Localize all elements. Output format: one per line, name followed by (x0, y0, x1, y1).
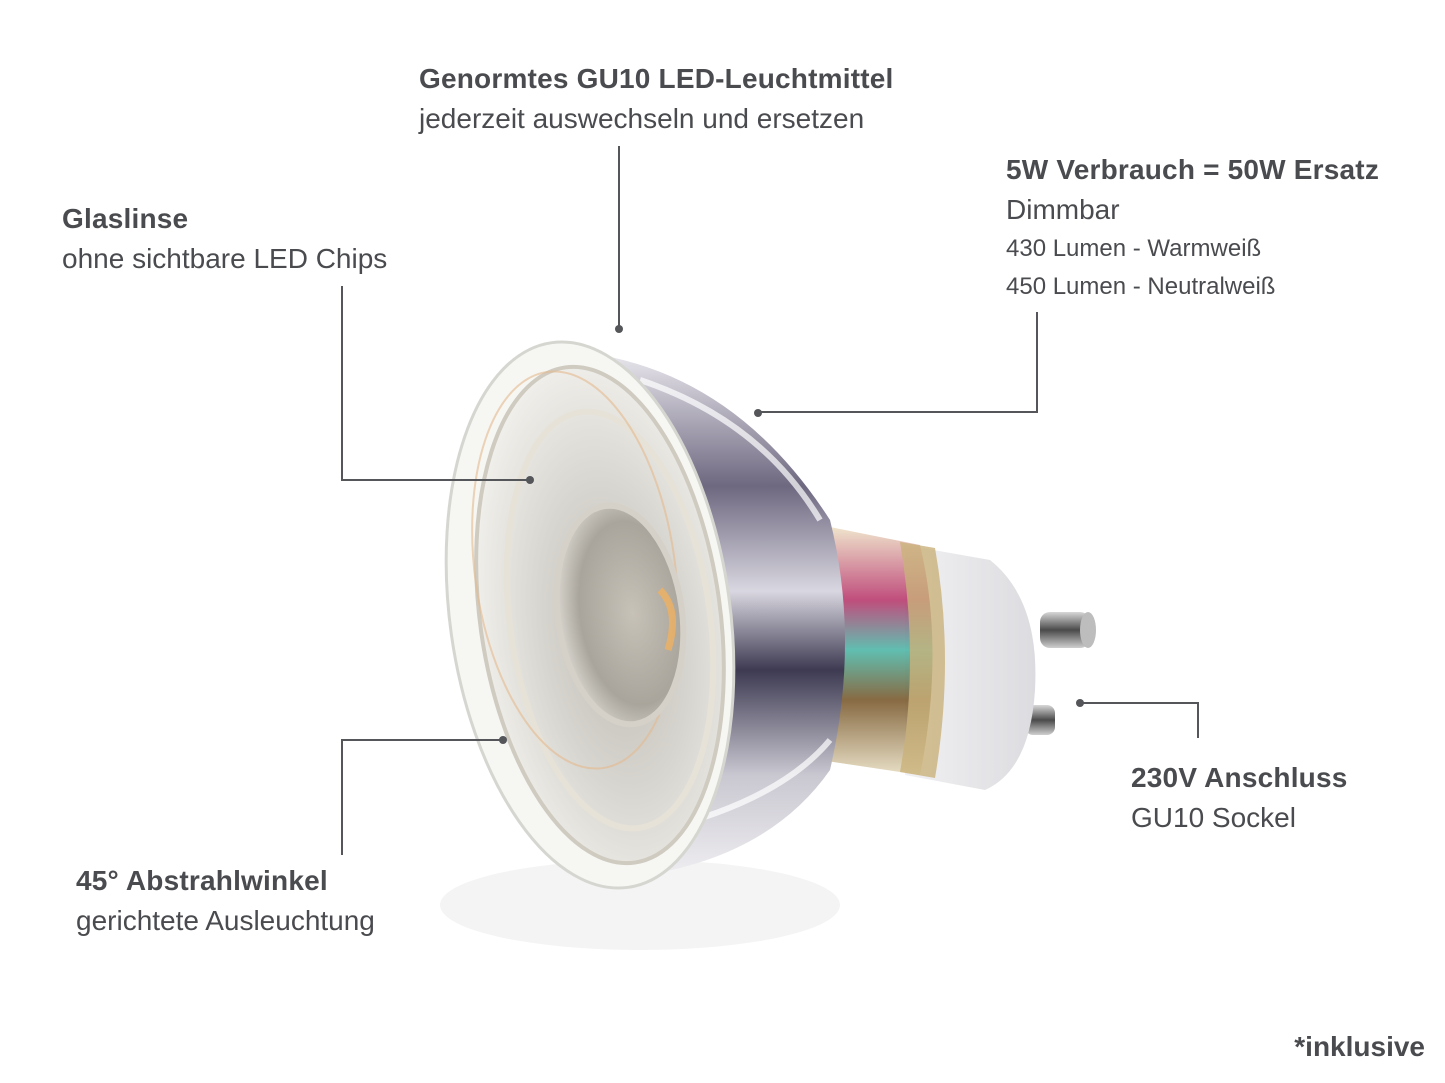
callout-socket: 230V Anschluss GU10 Sockel (1131, 758, 1348, 838)
callout-lines (341, 146, 1199, 855)
callout-angle: 45° Abstrahlwinkel gerichtete Ausleuchtu… (76, 861, 375, 941)
callout-power-title: 5W Verbrauch = 50W Ersatz (1006, 154, 1380, 185)
socket-pins (1025, 612, 1096, 735)
callout-power-line-neutral: 450 Lumen - Neutralweiß (1006, 273, 1276, 300)
callout-lamp-subtitle: jederzeit auswechseln und ersetzen (419, 103, 865, 134)
callout-lens: Glaslinse ohne sichtbare LED Chips (62, 199, 387, 279)
callout-angle-title: 45° Abstrahlwinkel (76, 865, 328, 896)
callout-lens-subtitle: ohne sichtbare LED Chips (62, 243, 388, 274)
callout-lens-title: Glaslinse (62, 203, 189, 234)
callout-power-subtitle: Dimmbar (1006, 194, 1120, 225)
reflection-shadow (440, 860, 840, 950)
footnote-inklusive: *inklusive (1294, 1031, 1425, 1062)
callout-power-line-warm: 430 Lumen - Warmweiß (1006, 235, 1262, 262)
callout-lamp: Genormtes GU10 LED-Leuchtmittel jederzei… (419, 59, 894, 139)
callout-power: 5W Verbrauch = 50W Ersatz Dimmbar 430 Lu… (1006, 150, 1379, 306)
led-lens (553, 502, 687, 728)
bulb-neck (820, 525, 933, 775)
callout-dots (499, 325, 1084, 744)
callout-socket-subtitle: GU10 Sockel (1131, 802, 1296, 833)
led-chip-glow (657, 587, 676, 652)
callout-lamp-title: Genormtes GU10 LED-Leuchtmittel (419, 63, 894, 94)
callout-angle-subtitle: gerichtete Ausleuchtung (76, 905, 375, 936)
callout-socket-title: 230V Anschluss (1131, 762, 1348, 793)
